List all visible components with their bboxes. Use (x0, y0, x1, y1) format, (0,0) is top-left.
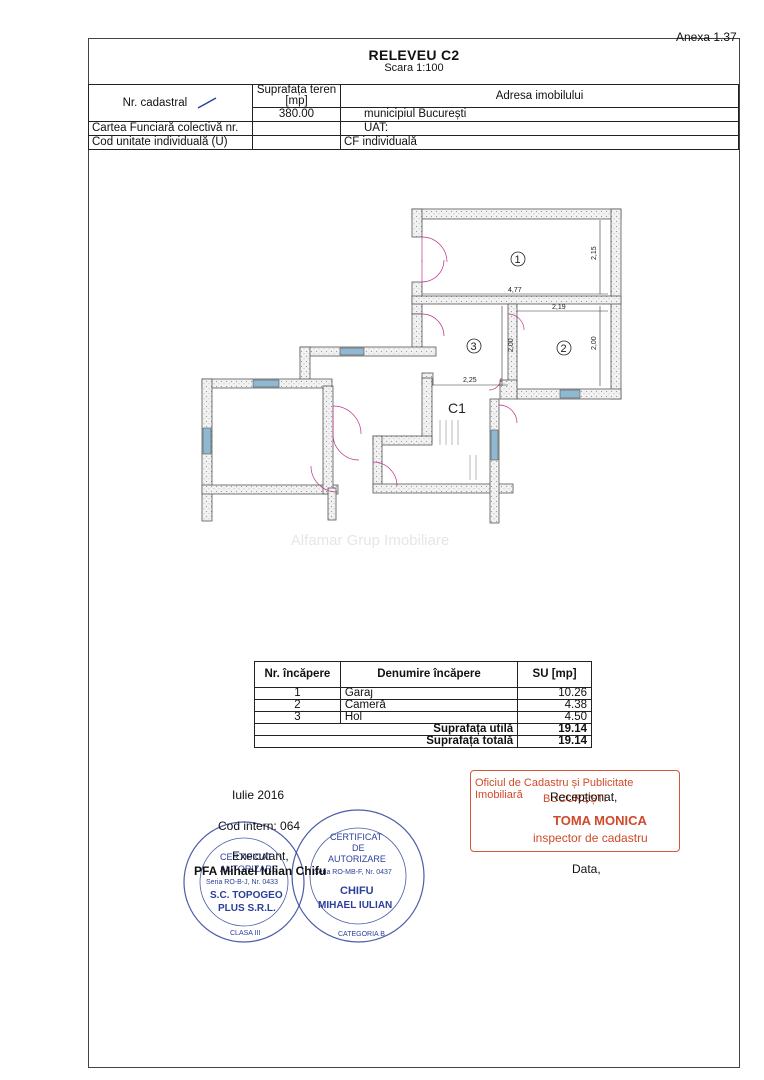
stairs (439, 420, 477, 480)
address-label: Adresa imobilului (340, 84, 739, 108)
dim-200b: 2,00 (508, 338, 515, 352)
col-name: Denumire încăpere (339, 661, 519, 688)
table-row: 3 Hol 4.50 (254, 711, 592, 724)
cf-label: Cartea Funciară colectivă nr. (88, 121, 253, 136)
door-arcs (310, 236, 525, 493)
uat-cell: UAT: (340, 121, 739, 136)
internal-code: Cod intern: 064 (218, 819, 301, 833)
building-c1-label: C1 (448, 400, 466, 416)
stamp-line-2: BUCUREȘTI (543, 793, 607, 805)
unit-label: Cod unitate individuală (U) (88, 135, 253, 150)
col-su: SU [mp] (517, 661, 592, 688)
seal-left-l4: S.C. TOPOGEO (210, 890, 283, 901)
room-2-number: 2 (561, 343, 567, 355)
seal-right: CERTIFICAT DE AUTORIZARE Seria RO-MB-F, … (291, 809, 425, 943)
stamp-line-1: Oficiul de Cadastru și Publicitate Imobi… (475, 777, 634, 801)
total-area-row: Suprafața totală 19.14 (253, 735, 592, 748)
slash-mark (198, 97, 217, 109)
row-3-nr: 3 (254, 711, 341, 724)
receptionat-label: Recepționat, (550, 790, 618, 804)
useful-area-row: Suprafața utilă 19.14 (253, 723, 592, 736)
seal-left-l1: CERTIFICAT (220, 852, 273, 862)
seal-left-l6: CLASA III (230, 930, 260, 937)
seal-left-l3: Seria RO-B-J, Nr. 0433 (206, 879, 278, 886)
room-1-number: 1 (515, 254, 521, 266)
row-2-su: 4.38 (517, 699, 592, 712)
row-1-nr: 1 (254, 687, 341, 700)
city-cell: municipiul București (340, 107, 739, 122)
useful-area-value: 19.14 (517, 723, 592, 736)
lower-left-block-walls (201, 346, 514, 524)
dimension-lines (422, 220, 608, 386)
row-2-nr: 2 (254, 699, 341, 712)
useful-area-label: Suprafața utilă (253, 723, 519, 736)
stamp-line-3: TOMA MONICA (553, 813, 647, 828)
table-row: 1 Garaj 10.26 (254, 687, 592, 700)
row-1-su: 10.26 (517, 687, 592, 700)
seal-left: CERTIFICAT AUTORIZARE Seria RO-B-J, Nr. … (183, 821, 305, 943)
room-3-number: 3 (471, 341, 477, 353)
dimension-labels: 4,77 2,19 2,15 2,00 2,00 2,25 (463, 246, 598, 384)
col-nr: Nr. încăpere (254, 661, 341, 688)
seal-right-l3: AUTORIZARE (328, 854, 386, 864)
header-table: Nr. cadastral Suprafața teren [mp] Adres… (88, 84, 739, 150)
cadastral-label: Nr. cadastral (88, 84, 253, 122)
seal-right-l2: DE (352, 843, 365, 853)
document-scale: Scara 1:100 (384, 62, 444, 74)
stamp-line-4: inspector de cadastru (533, 831, 648, 845)
seal-right-l6: MIHAEL IULIAN (318, 900, 392, 911)
rooms-table: Nr. încăpere Denumire încăpere SU [mp] 1… (253, 661, 592, 748)
row-3-su: 4.50 (517, 711, 592, 724)
executant-label: Executant, (232, 849, 289, 863)
area-label: Suprafața teren [mp] (252, 84, 341, 108)
document-title: RELEVEU C2 (368, 47, 460, 63)
floor-plan: 4,77 2,19 2,15 2,00 2,00 2,25 1 2 3 C1 (201, 208, 622, 524)
room-markers: 1 2 3 C1 (448, 251, 572, 416)
dim-477: 4,77 (508, 287, 522, 294)
total-area-value: 19.14 (517, 735, 592, 748)
data-label: Data, (572, 862, 601, 876)
seal-right-l1: CERTIFICAT (330, 832, 383, 842)
seals-area: CERTIFICAT AUTORIZARE Seria RO-B-J, Nr. … (183, 809, 425, 943)
ocpi-stamp: Oficiul de Cadastru și Publicitate Imobi… (470, 770, 680, 852)
row-2-name: Cameră (339, 699, 519, 712)
dim-215: 2,15 (591, 246, 598, 260)
cf-ind-label: CF individuală (340, 135, 739, 150)
seal-left-l2: AUTORIZARE (220, 864, 278, 874)
page-frame (88, 38, 740, 1068)
dim-200a: 2,00 (591, 336, 598, 350)
total-area-label: Suprafața totală (253, 735, 519, 748)
seal-right-l7: CATEGORIA B (338, 931, 385, 938)
row-3-name: Hol (339, 711, 519, 724)
row-1-name: Garaj (339, 687, 519, 700)
seal-right-l5: CHIFU (340, 885, 374, 897)
watermark: Alfamar Grup Imobiliare (290, 532, 450, 549)
seal-left-l5: PLUS S.R.L. (218, 903, 276, 914)
document-date: Iulie 2016 (232, 788, 285, 802)
annex-label: Anexa 1.37 (676, 30, 737, 44)
seal-right-l4: Seria RO-MB-F, Nr. 0437 (314, 869, 392, 876)
upper-block-walls (411, 208, 622, 400)
area-value: 380.00 (252, 107, 341, 122)
dim-219: 2,19 (552, 304, 566, 311)
table-row: 2 Cameră 4.38 (254, 699, 592, 712)
dim-225: 2,25 (463, 377, 477, 384)
executant-name: PFA Mihael Iulian Chifu (194, 864, 327, 878)
